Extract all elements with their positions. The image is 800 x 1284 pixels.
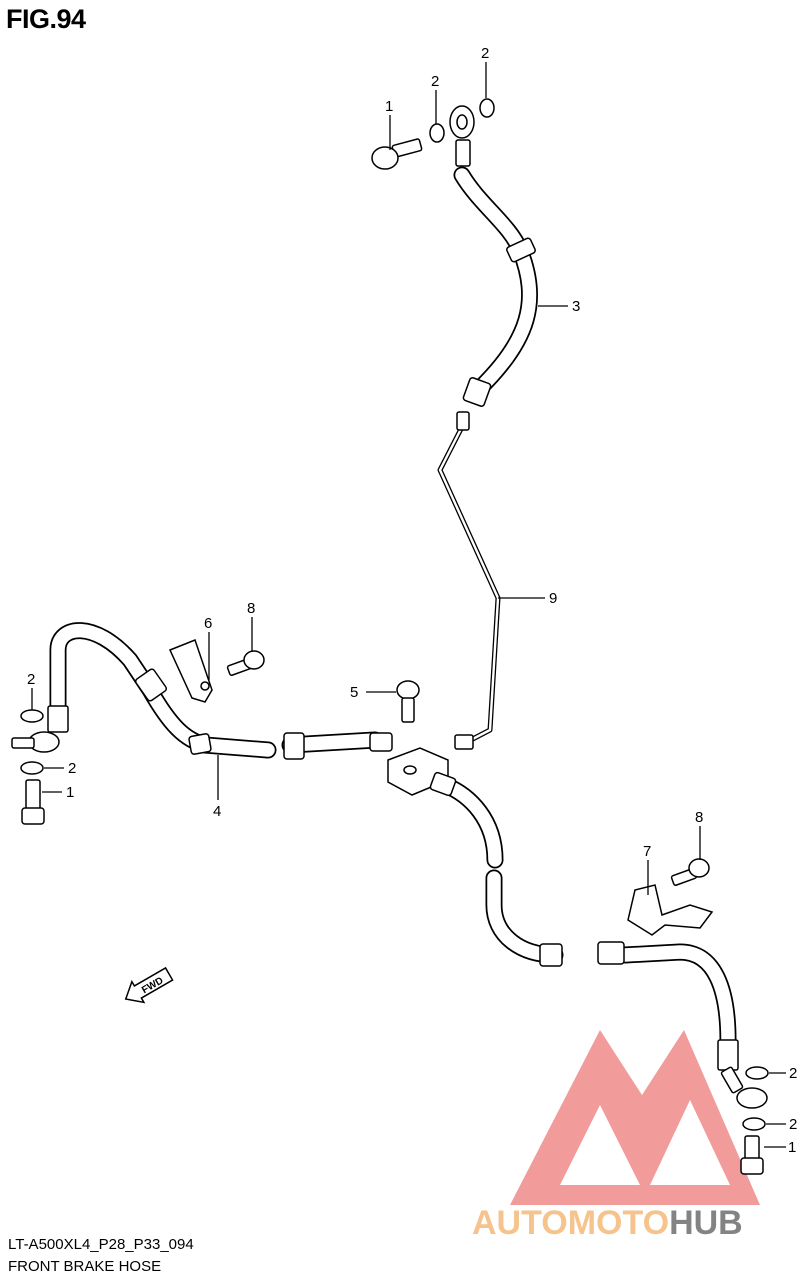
callout-1: 1 xyxy=(385,98,393,115)
leader-lines xyxy=(31,62,786,1148)
bracket-left xyxy=(168,639,265,703)
banjo-bolt-top xyxy=(371,138,423,170)
hose-upper-fill xyxy=(455,168,537,397)
hose-right-end-fill xyxy=(618,945,735,1047)
callout-2: 2 xyxy=(431,73,439,90)
hose-left-junction-fitting xyxy=(369,732,393,752)
washer-left-upper xyxy=(20,709,44,723)
banjo-bolt-top-head xyxy=(371,146,399,170)
brake-pipe-top-nut xyxy=(456,411,470,431)
banjo-bolt-left-head xyxy=(21,807,45,825)
watermark-triangle-cutout xyxy=(560,1105,640,1185)
bracket-left-body xyxy=(168,639,213,703)
hose-upper-top-fitting xyxy=(455,139,471,167)
figure-caption: FRONT BRAKE HOSE xyxy=(8,1258,162,1275)
brake-pipe-bottom-nut xyxy=(454,734,474,750)
hose-upper-lower-fitting xyxy=(462,377,492,407)
fwd-arrow-shape xyxy=(124,966,174,1004)
hose-upper-clamp xyxy=(506,237,536,263)
fwd-arrow: FWD xyxy=(124,966,174,1004)
bracket-left-hole xyxy=(200,681,210,691)
callout-2: 2 xyxy=(789,1065,797,1082)
watermark-text-part2: HUB xyxy=(669,1204,743,1242)
washer-top-left xyxy=(429,123,445,143)
hose-right-fitting-mid xyxy=(597,941,625,965)
bolt-8-left-head xyxy=(243,650,265,670)
fwd-label: FWD xyxy=(140,975,165,996)
callout-1: 1 xyxy=(66,784,74,801)
callout-5: 5 xyxy=(350,684,358,701)
washer-left-lower xyxy=(20,761,44,775)
hose-left xyxy=(49,622,393,760)
hose-left-grommet xyxy=(134,668,168,702)
callout-2: 2 xyxy=(481,45,489,62)
brake-pipe xyxy=(437,411,501,750)
figure-title: FIG.94 xyxy=(6,4,86,34)
callout-3: 3 xyxy=(572,298,580,315)
watermark-logo: AUTOMOTOHUB xyxy=(472,1030,760,1242)
callout-2: 2 xyxy=(789,1116,797,1133)
bolt-5-head xyxy=(396,680,420,700)
junction-block-hole xyxy=(403,765,417,775)
callout-8: 8 xyxy=(247,600,255,617)
callout-8: 8 xyxy=(695,809,703,826)
watermark-triangle-cutout-2 xyxy=(650,1100,730,1185)
callout-9: 9 xyxy=(549,590,557,607)
brake-pipe-outline xyxy=(437,423,501,746)
left-banjo-stub xyxy=(11,737,35,749)
right-banjo-neck xyxy=(717,1039,739,1071)
top-banjo-hole xyxy=(456,114,468,130)
bolt-5-shank xyxy=(401,697,415,723)
callout-labels: 1 2 2 3 9 6 8 2 2 1 5 4 7 8 2 2 1 xyxy=(27,45,797,1156)
hose-right-junction-fitting xyxy=(429,771,457,797)
washer-right-upper xyxy=(745,1066,769,1080)
bolt-8-left xyxy=(226,650,265,676)
bracket-right xyxy=(627,858,714,936)
watermark-text-part1: AUTOMOTO xyxy=(472,1204,669,1242)
right-banjo-link xyxy=(720,1066,744,1094)
model-code: LT-A500XL4_P28_P33_094 xyxy=(8,1236,194,1253)
right-banjo-fitting xyxy=(736,1087,768,1109)
washer-right-lower xyxy=(742,1117,766,1131)
callout-1: 1 xyxy=(788,1139,796,1156)
bolt-8-right-head xyxy=(688,858,710,878)
callout-6: 6 xyxy=(204,615,212,632)
bracket-right-body xyxy=(627,884,714,936)
right-banjo-assembly xyxy=(717,1039,769,1175)
bolt-8-right xyxy=(670,858,710,886)
hose-right xyxy=(429,771,737,1049)
banjo-bolt-left xyxy=(21,779,45,825)
hose-upper xyxy=(453,139,539,407)
callout-7: 7 xyxy=(643,843,651,860)
banjo-bolt-right-head xyxy=(740,1157,764,1175)
banjo-bolt-right xyxy=(740,1135,764,1175)
left-banjo-neck xyxy=(47,705,69,733)
hose-left-clamp xyxy=(188,733,212,755)
hose-right-clamp xyxy=(539,943,563,967)
left-banjo-assembly xyxy=(11,705,69,825)
hose-left-fitting-mid xyxy=(283,732,305,760)
callout-2: 2 xyxy=(68,760,76,777)
callout-2: 2 xyxy=(27,671,35,688)
banjo-bolt-left-shank xyxy=(25,779,41,811)
bolt-5 xyxy=(396,680,420,723)
callout-4: 4 xyxy=(213,803,221,820)
washer-top-right xyxy=(479,98,495,118)
top-banjo-assembly xyxy=(371,98,495,170)
watermark-text: AUTOMOTOHUB xyxy=(472,1204,743,1242)
